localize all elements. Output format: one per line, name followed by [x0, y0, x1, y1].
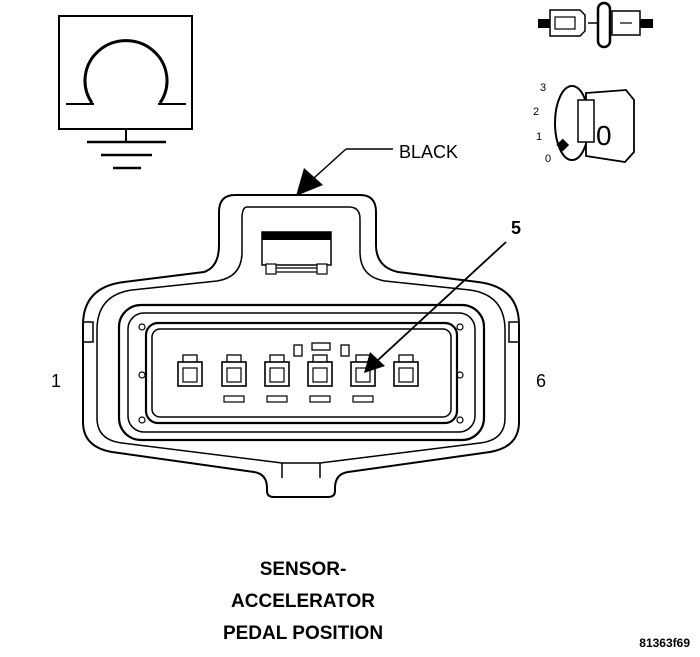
cavity-1 [177, 354, 203, 387]
pin-callout-arrow [364, 352, 385, 373]
key-current-position: 0 [596, 120, 612, 151]
connector-color-label: BLACK [399, 142, 458, 162]
pin-5-callout-label: 5 [511, 218, 521, 238]
key-position-icon: 3 2 1 0 0 [533, 82, 635, 165]
caption-line-1: SENSOR- [259, 559, 347, 580]
color-callout-arrow [296, 168, 323, 196]
key-scale-3: 3 [540, 82, 546, 94]
cavity-3 [264, 354, 290, 403]
key-scale-1: 1 [536, 131, 542, 143]
cavity-6 [393, 354, 419, 387]
connector-cavities [177, 354, 419, 403]
key-scale-2: 2 [533, 106, 539, 118]
ground-symbol-icon [58, 15, 193, 170]
caption-line-3: PEDAL POSITION [222, 623, 384, 644]
key-scale-0: 0 [545, 153, 551, 165]
connector-latch [261, 231, 332, 275]
caption-line-2: ACCELERATOR [231, 591, 375, 612]
figure-code: 81363f69 [639, 636, 690, 650]
pin-1-label: 1 [51, 371, 61, 391]
connector-key-tabs [293, 342, 350, 357]
connector-mating-icon [538, 1, 653, 49]
cavity-4 [307, 354, 333, 403]
pin-6-label: 6 [536, 371, 546, 391]
cavity-2 [221, 354, 247, 403]
connector-body [82, 194, 520, 498]
